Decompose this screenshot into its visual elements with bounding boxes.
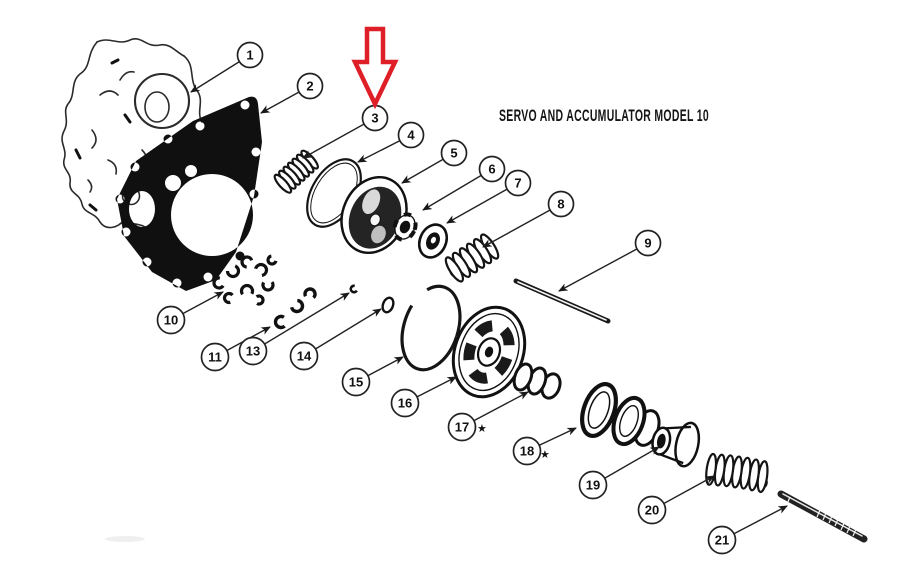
part-seal-stack-small	[512, 362, 562, 400]
callout-19: 19	[578, 470, 608, 500]
callout-16-label: 16	[398, 396, 412, 411]
callout-2-label: 2	[306, 79, 313, 94]
callout-1-label: 1	[246, 48, 253, 63]
callout-6-label: 6	[488, 162, 495, 177]
part-seal-stack-large	[580, 382, 661, 447]
part-accumulator-piston	[451, 305, 527, 399]
callout-14-label: 14	[297, 349, 312, 364]
callout-20-label: 20	[645, 503, 659, 518]
callout-13: 13	[238, 336, 268, 366]
callout-4-label: 4	[407, 128, 415, 143]
callout-18-label: 18	[520, 444, 534, 459]
part-gasket	[115, 96, 262, 292]
callout-9: 9	[634, 229, 662, 257]
callout-18: 18	[512, 436, 542, 466]
callout-10: 10	[156, 305, 186, 335]
callout-11: 11	[200, 342, 230, 372]
callout-15: 15	[341, 367, 371, 397]
callout-17-label: 17	[455, 420, 469, 435]
callout-3-label: 3	[371, 111, 378, 126]
part-engine-casting	[61, 38, 203, 241]
callout-19-label: 19	[586, 478, 600, 493]
part-coil-spring	[444, 233, 500, 283]
callout-13-label: 13	[246, 344, 260, 359]
part-spring-retainer	[417, 223, 449, 259]
scan-smudge	[105, 536, 145, 542]
callout-11-label: 11	[208, 350, 222, 365]
callout-1: 1	[236, 41, 264, 69]
callout-7: 7	[504, 169, 532, 197]
part-fastener-cluster	[212, 254, 278, 306]
callout-14: 14	[289, 341, 319, 371]
callout-6: 6	[478, 155, 506, 183]
callout-18-star: ★	[540, 449, 550, 461]
part-small-nuts	[273, 284, 359, 330]
callout-3[interactable]: 3	[361, 104, 389, 132]
callout-5-label: 5	[450, 146, 457, 161]
callout-21: 21	[707, 525, 737, 555]
part-castle-nut	[392, 212, 418, 242]
callout-15-label: 15	[349, 375, 363, 390]
callout-20: 20	[637, 495, 667, 525]
part-push-rod	[513, 278, 611, 324]
part-snap-ring	[400, 284, 462, 372]
callout-7-label: 7	[514, 176, 521, 191]
callout-17-star: ★	[477, 423, 487, 435]
callout-2: 2	[296, 72, 324, 100]
callout-16: 16	[390, 388, 420, 418]
part-threaded-shaft	[777, 490, 868, 543]
callout-10-label: 10	[164, 313, 178, 328]
callout-8-label: 8	[557, 197, 564, 212]
callout-5: 5	[440, 139, 468, 167]
callout-17: 17	[447, 412, 477, 442]
red-annotation-arrow	[351, 26, 399, 110]
callout-4: 4	[397, 121, 425, 149]
callout-8: 8	[547, 190, 575, 218]
callout-9-label: 9	[644, 236, 651, 251]
diagram-title: SERVO AND ACCUMULATOR MODEL 10	[499, 107, 709, 125]
part-flanged-bushing	[651, 421, 701, 468]
callouts: 1 2 3 4 5 6 7 8 9 10 11 13 14 15 16 17 1…	[156, 41, 737, 555]
part-small-spring	[705, 452, 769, 494]
part-small-ring	[381, 296, 395, 314]
callout-21-label: 21	[715, 533, 729, 548]
